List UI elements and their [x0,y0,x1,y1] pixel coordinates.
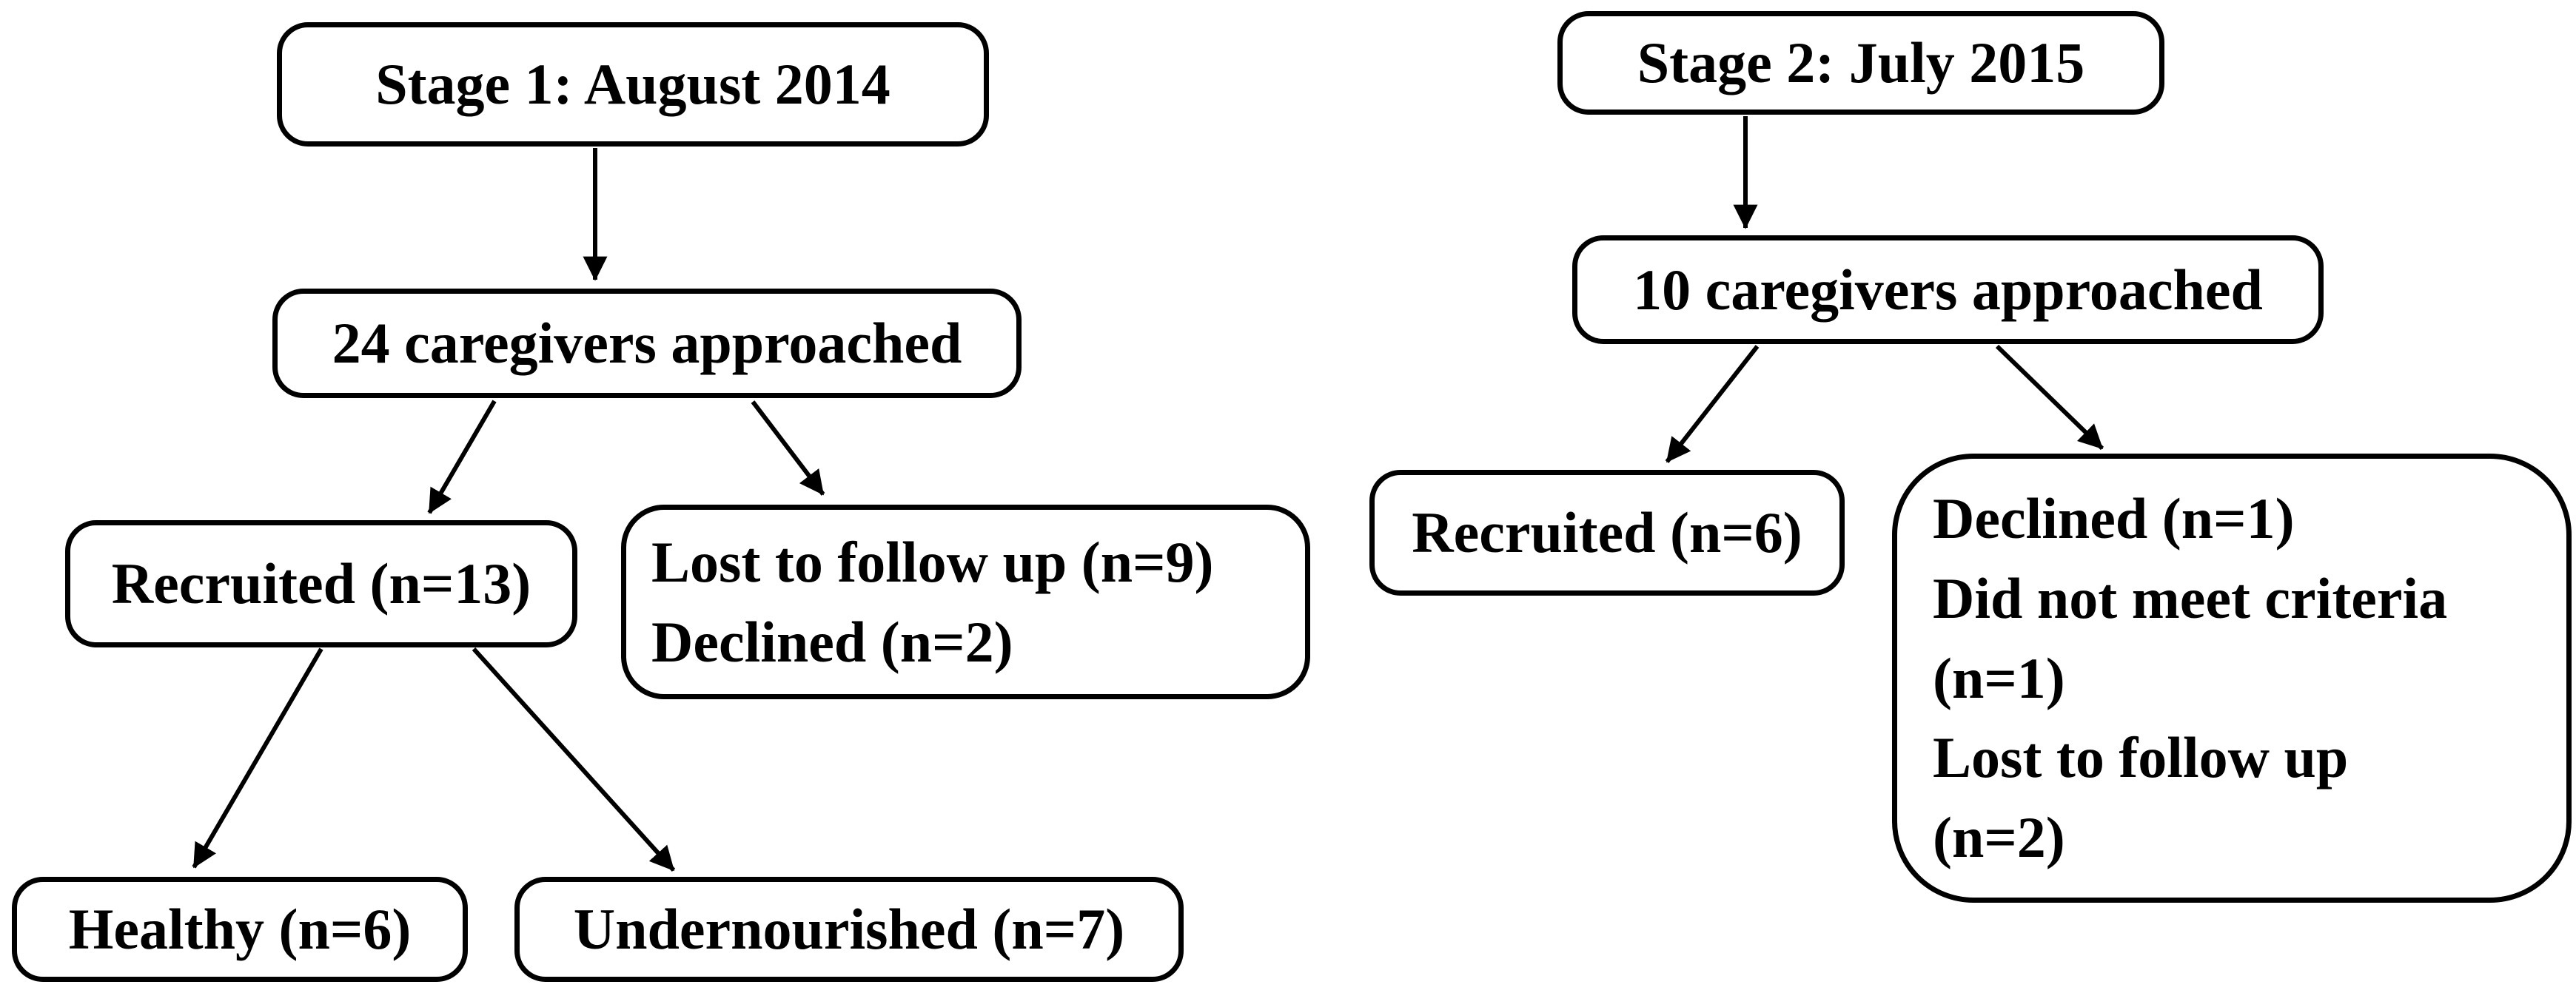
stage1-undernourished-label: Undernourished (n=7) [573,897,1125,962]
stage1-title-label: Stage 1: August 2014 [375,52,890,117]
stage2-excluded-box: Declined (n=1) Did not meet criteria (n=… [1892,454,2572,903]
stage2-lost-line: Lost to follow up [1933,725,2349,790]
stage1-lost-line: Lost to follow up (n=9) [651,529,1214,594]
stage2-title-label: Stage 2: July 2015 [1637,30,2085,95]
arrow-stage2-approached-to-recruited [1665,345,1760,463]
stage1-recruited-box: Recruited (n=13) [65,520,577,647]
stage1-healthy-box: Healthy (n=6) [12,877,468,982]
stage2-recruited-box: Recruited (n=6) [1369,470,1845,596]
stage2-criteria-line: Did not meet criteria [1933,566,2448,631]
stage1-healthy-label: Healthy (n=6) [68,897,412,962]
arrow-stage1-approached-to-lost-declined [751,400,825,496]
stage2-recruited-label: Recruited (n=6) [1412,500,1802,565]
arrow-stage1-recruited-to-healthy [192,647,323,869]
stage2-approached-label: 10 caregivers approached [1633,257,2263,322]
stage2-lost-n-line: (n=2) [1933,804,2065,869]
stage1-approached-label: 24 caregivers approached [332,311,962,376]
arrow-stage1-recruited-to-undernourished [472,647,676,872]
stage2-approached-box: 10 caregivers approached [1572,235,2324,344]
stage2-title-box: Stage 2: July 2015 [1557,11,2164,115]
stage1-recruited-label: Recruited (n=13) [111,551,531,616]
stage1-declined-line: Declined (n=2) [651,609,1013,674]
stage1-lost-declined-box: Lost to follow up (n=9) Declined (n=2) [621,505,1310,699]
stage1-approached-box: 24 caregivers approached [272,289,1022,398]
stage2-criteria-n-line: (n=1) [1933,645,2065,710]
stage2-declined-line: Declined (n=1) [1933,486,2295,551]
arrow-stage2-approached-to-excluded [1995,344,2104,451]
arrow-stage1-approached-to-recruited [427,400,497,514]
stage1-title-box: Stage 1: August 2014 [277,22,989,147]
stage1-undernourished-box: Undernourished (n=7) [514,877,1184,982]
